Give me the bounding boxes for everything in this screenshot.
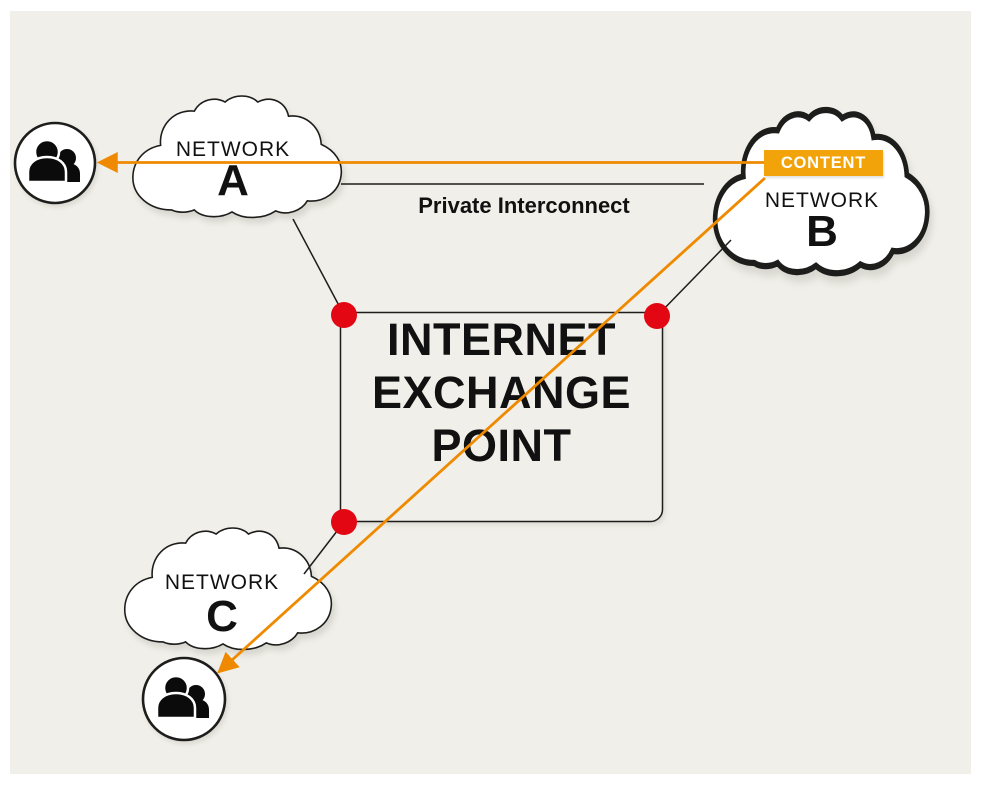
content-badge: CONTENT (764, 150, 883, 176)
diagram-canvas (10, 11, 971, 774)
